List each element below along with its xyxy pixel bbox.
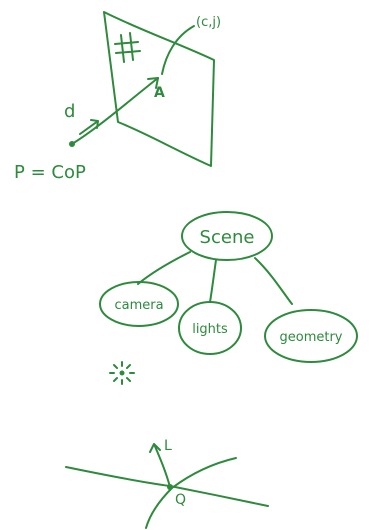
ray-line [71,77,159,145]
grid-hash-mark [114,32,141,63]
light-vector-label: L [164,438,172,454]
geometry-node [264,309,358,363]
camera-node-label: camera [114,298,163,313]
camera-node [99,281,179,327]
lights-node-label: lights [192,322,228,337]
pixel-label: (c,j) [196,15,221,30]
scene-node [181,211,273,261]
lights-node [178,301,242,355]
geometry-node-label: geometry [279,330,342,345]
point-q-label: Q [175,492,186,508]
origin-label: P = CoP [14,162,86,183]
image-plane [103,11,215,167]
edge-scene-camera [137,251,191,285]
light-vector-arrow [149,443,171,488]
light-source-icon [119,370,125,376]
surface-point-sketch: L Q [65,438,269,529]
ray-arrowhead [147,77,159,89]
light-rays [109,361,135,385]
scene-graph-tree: Scene camera lights geometry [99,211,358,363]
point-a-label: A [154,85,165,101]
ray-casting-sketch: (c,j) d A P = CoP [14,11,221,183]
direction-label: d [64,101,75,122]
pixel-pointer-curve [161,25,195,75]
edge-scene-geometry [254,257,293,305]
edge-scene-lights [209,259,217,303]
direction-arrow [79,119,99,135]
intersecting-curve [145,457,237,529]
light-source-sketch [109,361,135,385]
scene-node-label: Scene [200,227,255,248]
surface-curve [65,466,269,507]
